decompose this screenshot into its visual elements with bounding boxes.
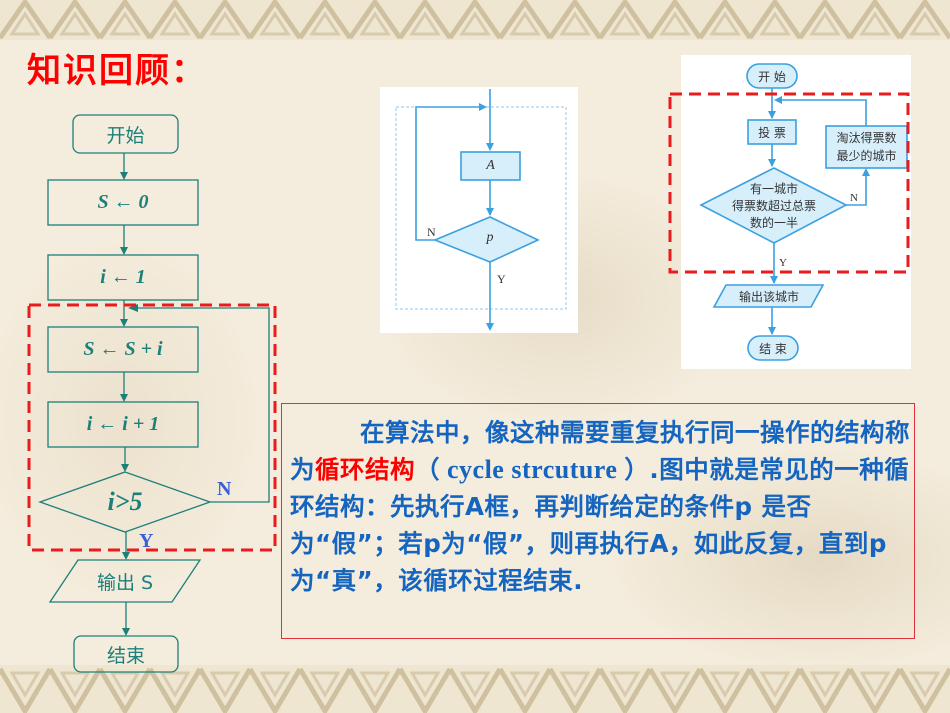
increment-box xyxy=(47,401,199,448)
slide-title: 知识回顾： xyxy=(27,51,207,91)
end-terminal xyxy=(747,335,799,361)
condition-label: i>5 xyxy=(107,487,143,516)
vote-label: 投 票 xyxy=(758,125,786,140)
eliminate-city-label: 淘汰得票数 最少的城市 xyxy=(826,129,907,165)
explanation-textbox: 在算法中，像这种需要重复执行同一操作的结构称为循环结构（ cycle strcu… xyxy=(281,403,915,639)
output-city-label: 输出该城市 xyxy=(738,289,799,304)
yes-branch-label: Y xyxy=(779,257,787,269)
loop-structure-term: 循环结构 xyxy=(315,455,415,484)
init-s-box xyxy=(47,179,199,226)
output-city-parallelogram xyxy=(712,284,825,308)
output-label: 输出 S xyxy=(96,571,154,594)
condition-line-3: 数的一半 xyxy=(749,216,798,230)
condition-diamond xyxy=(38,471,212,533)
process-a-box xyxy=(460,151,521,181)
loop-dashed-frame xyxy=(395,106,567,310)
end-label: 结束 xyxy=(106,644,145,667)
left-flowchart xyxy=(27,114,277,673)
eliminate-line-1: 淘汰得票数 xyxy=(836,131,897,145)
no-branch-label: N xyxy=(427,225,436,239)
start-terminal xyxy=(72,114,179,154)
no-branch-label: N xyxy=(850,192,858,204)
start-label: 开 始 xyxy=(758,69,786,84)
vote-box xyxy=(747,119,797,145)
sum-label: S ← S + i xyxy=(83,338,163,360)
english-term: cycle strcuture xyxy=(440,455,625,484)
voting-loop-highlight xyxy=(668,92,910,274)
sum-box xyxy=(47,326,199,373)
decorative-bottom-border xyxy=(0,665,950,713)
majority-condition-label: 有一城市 得票数超过总票 数的一半 xyxy=(701,181,847,232)
explanation-paragraph: 在算法中，像这种需要重复执行同一操作的结构称为循环结构（ cycle strcu… xyxy=(290,414,910,599)
condition-line-2: 得票数超过总票 xyxy=(731,199,816,213)
explanation-intro: 在算法中，像这种需要重复执行同一操作的结构称为 xyxy=(290,418,910,484)
start-label: 开始 xyxy=(106,124,145,147)
decorative-top-border xyxy=(0,0,950,40)
loop-highlight-dashed-box xyxy=(27,303,277,552)
yes-branch-label: Y xyxy=(497,272,506,286)
explanation-body: 图中就是常见的一种循环结构：先执行A框，再判断给定的条件p 是否为“假”；若p为… xyxy=(290,455,910,595)
paren-close: ）. xyxy=(624,455,660,484)
increment-label: i ← i + 1 xyxy=(86,413,160,435)
init-s-label: S ← 0 xyxy=(97,191,149,213)
generic-loop-diagram-panel: A p N Y xyxy=(380,87,578,333)
output-parallelogram xyxy=(48,559,202,603)
end-label: 结 束 xyxy=(759,341,787,356)
process-a-label: A xyxy=(486,158,495,173)
eliminate-line-2: 最少的城市 xyxy=(836,149,897,163)
condition-line-1: 有一城市 xyxy=(749,182,798,196)
generic-loop-diagram xyxy=(395,89,567,331)
init-i-box xyxy=(47,254,199,301)
no-branch-label: N xyxy=(217,478,232,500)
yes-branch-label: Y xyxy=(139,530,154,552)
condition-p-label: p xyxy=(486,230,494,245)
paren-open: （ xyxy=(415,455,440,484)
init-i-label: i ← 1 xyxy=(100,266,146,288)
